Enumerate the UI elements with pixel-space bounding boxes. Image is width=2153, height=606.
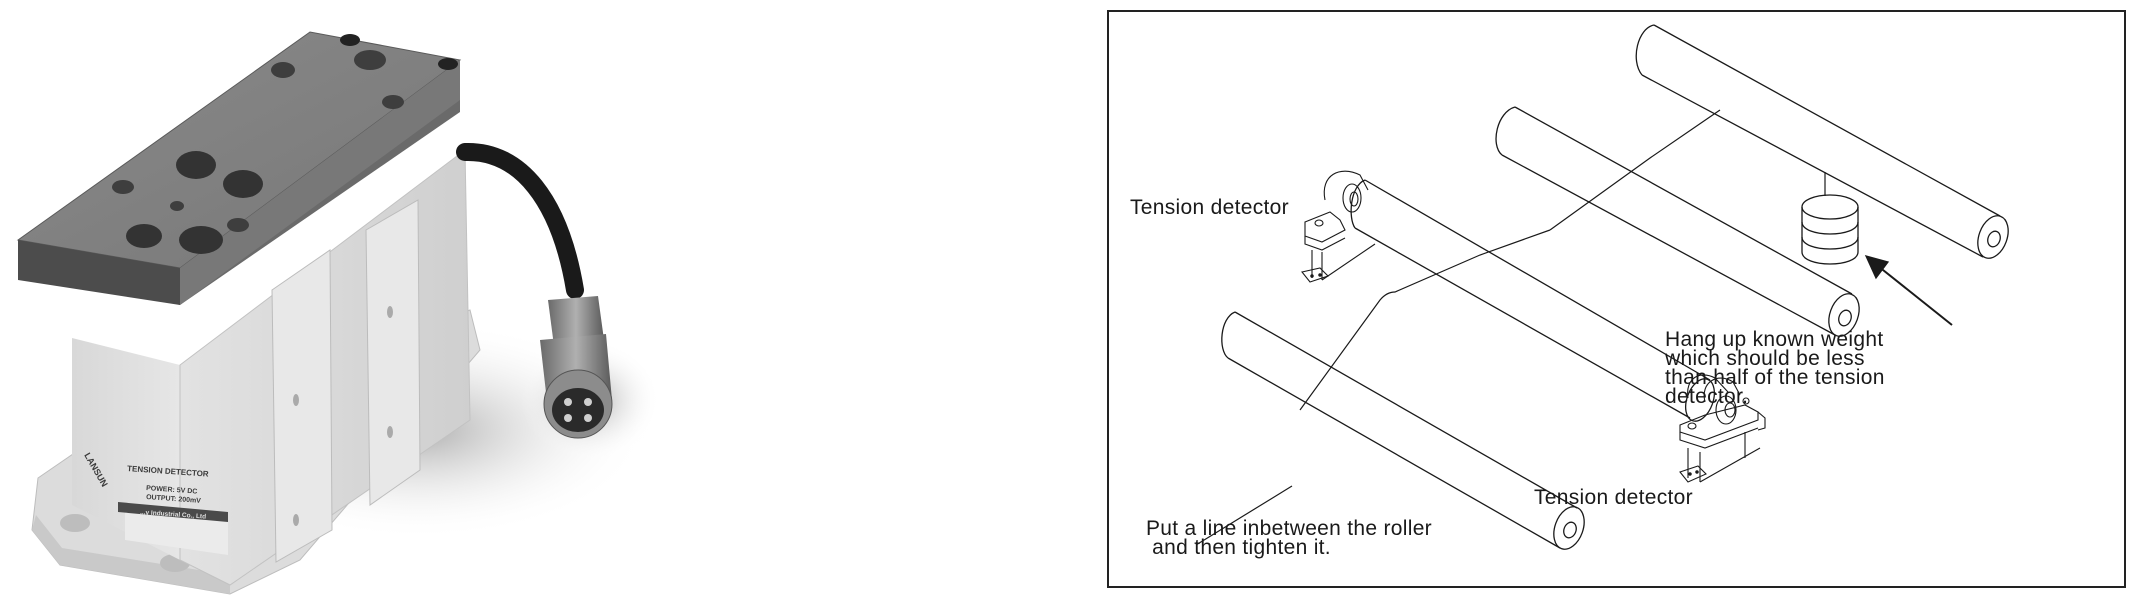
svg-text:OUTPUT: 200mV: OUTPUT: 200mV <box>146 494 202 505</box>
weight-stack <box>1801 194 1859 265</box>
svg-text:POWER: 5V DC: POWER: 5V DC <box>146 485 198 496</box>
roller-third <box>1495 106 1860 337</box>
label-tension-detector-left: Tension detector <box>1130 196 1289 219</box>
svg-text:...y Industrial Co., Ltd: ...y Industrial Co., Ltd <box>140 509 206 521</box>
cable-connector <box>540 296 613 439</box>
roller-with-detectors <box>1350 179 1715 422</box>
label-weight-instruction: Hang up known weight which should be les… <box>1665 328 1885 408</box>
roller-bottom-left <box>1221 311 1585 550</box>
tension-detector-photo: TENSION DETECTOR POWER: 5V DC OUTPUT: 20… <box>16 31 660 595</box>
arrow-pointing-to-weight <box>1864 255 1953 326</box>
string-line <box>1195 109 1826 546</box>
calibration-diagram: Tension detector Tension detector Hang u… <box>1107 10 2126 588</box>
top-mounting-plate <box>16 31 462 305</box>
tension-detector-left-drawing <box>1301 170 1376 283</box>
product-photo: TENSION DETECTOR POWER: 5V DC OUTPUT: 20… <box>0 0 720 606</box>
roller-top-right <box>1635 24 2009 259</box>
label-tension-detector-right: Tension detector <box>1534 486 1693 509</box>
label-line-instruction: Put a line inbetween the roller and then… <box>1146 517 1432 559</box>
tension-detector-right-drawing <box>1679 374 1766 483</box>
